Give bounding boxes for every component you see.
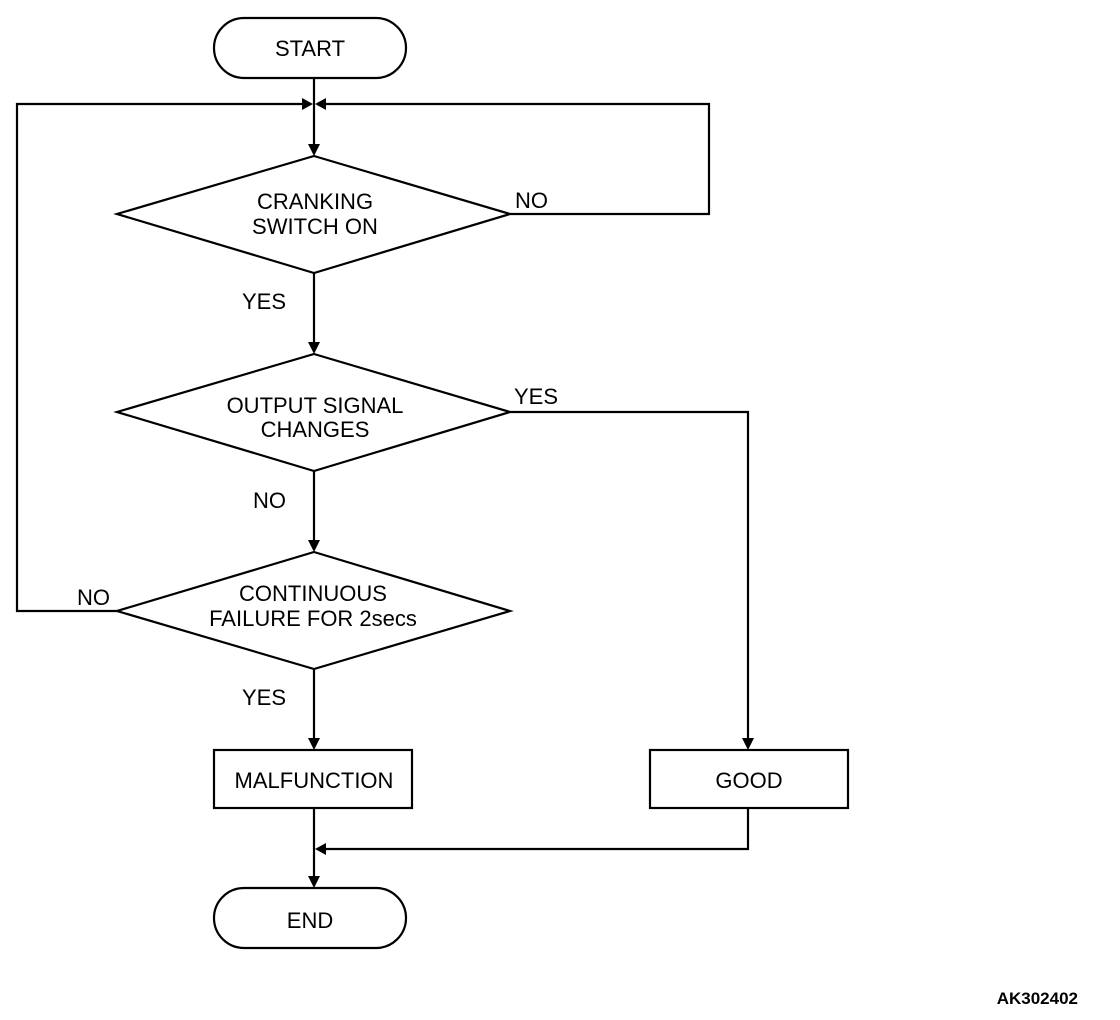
edge-label-continuous-yes: YES xyxy=(242,685,286,710)
malfunction-box xyxy=(212,748,414,810)
output-decision xyxy=(113,352,514,473)
end-label: END xyxy=(287,908,333,933)
edge-good-to-end xyxy=(324,808,750,851)
arrowhead-right-loop xyxy=(315,98,326,110)
edge-cranking-no-loop xyxy=(324,102,711,216)
arrowhead-cranking-top xyxy=(308,144,320,156)
arrowhead-good-top xyxy=(742,738,754,750)
cranking-decision xyxy=(113,154,514,275)
continuous-line1: CONTINUOUS xyxy=(239,581,387,606)
edge-output-yes xyxy=(510,410,750,740)
continuous-line2: FAILURE FOR 2secs xyxy=(209,606,417,631)
output-line2: CHANGES xyxy=(261,417,370,442)
edge-label-cranking-no: NO xyxy=(515,188,548,213)
edge-label-output-yes: YES xyxy=(514,384,558,409)
output-line1: OUTPUT SIGNAL xyxy=(227,393,404,418)
start-label: START xyxy=(275,36,345,61)
end-terminal xyxy=(212,886,408,950)
start-terminal xyxy=(212,16,408,80)
figure-reference: AK302402 xyxy=(997,989,1078,1008)
arrowhead-end-top xyxy=(308,876,320,888)
edge-label-output-no: NO xyxy=(253,488,286,513)
arrowhead-malfunction-top xyxy=(308,738,320,750)
edge-label-continuous-no: NO xyxy=(77,585,110,610)
edge-label-cranking-yes: YES xyxy=(242,289,286,314)
good-box xyxy=(648,748,850,810)
cranking-line1: CRANKING xyxy=(257,189,373,214)
arrowhead-left-loop xyxy=(302,98,313,110)
edge-continuous-no-loop xyxy=(15,102,304,613)
arrowhead-join xyxy=(315,843,326,855)
malfunction-label: MALFUNCTION xyxy=(235,768,394,793)
arrowhead-output-top xyxy=(308,342,320,354)
continuous-decision xyxy=(113,550,514,671)
good-label: GOOD xyxy=(715,768,782,793)
cranking-line2: SWITCH ON xyxy=(252,214,378,239)
arrowhead-continuous-top xyxy=(308,540,320,552)
